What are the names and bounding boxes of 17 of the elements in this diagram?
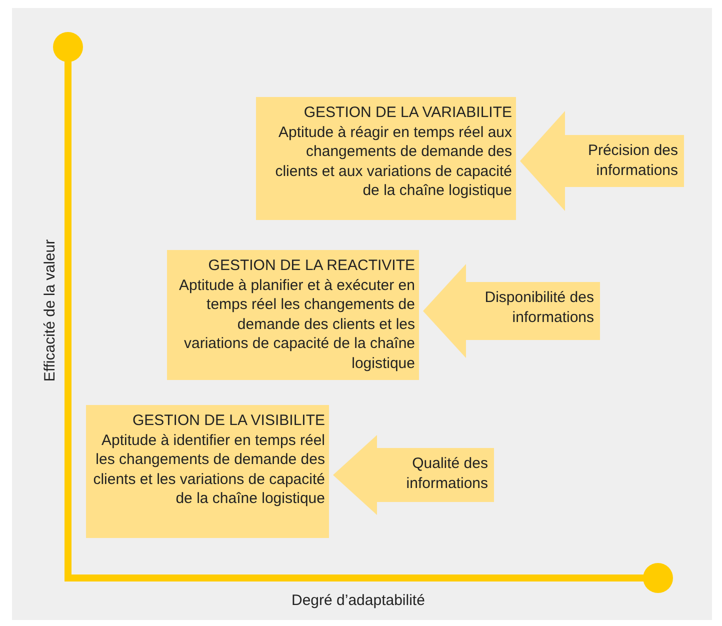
box-text: Aptitude à réagir en temps réel aux changements de demande des clients et aux variations de capacité de la chaîne logistique <box>274 122 512 200</box>
axis-label: Efficacité de la valeur <box>42 238 59 382</box>
block-arrow <box>333 435 377 515</box>
arrow-label: Qualité des informations <box>377 448 494 502</box>
text-box <box>86 405 329 538</box>
text-box <box>167 250 419 380</box>
block-arrow <box>520 111 565 211</box>
box-heading: GESTION DE LA VARIABILITE <box>302 103 512 122</box>
axis-label: Degré d’adaptabilité <box>292 592 425 608</box>
text-box <box>256 97 516 220</box>
box-heading: GESTION DE LA VISIBILITE <box>131 411 325 430</box>
box-text: Aptitude à planifier et à exécuter en temps réel les changements de demande des clients et les variations de capacité de la chaîne logistique <box>178 276 415 373</box>
box-heading: GESTION DE LA REACTIVITE <box>207 256 415 276</box>
block-arrow <box>423 264 466 358</box>
box-text: Aptitude à identifier en temps réel les changements de demande des clients et les variations de capacité de la chaîne logistique <box>92 430 325 508</box>
arrow-label: Disponibilité des informations <box>466 282 600 340</box>
arrow-label: Précision des informations <box>565 135 684 187</box>
